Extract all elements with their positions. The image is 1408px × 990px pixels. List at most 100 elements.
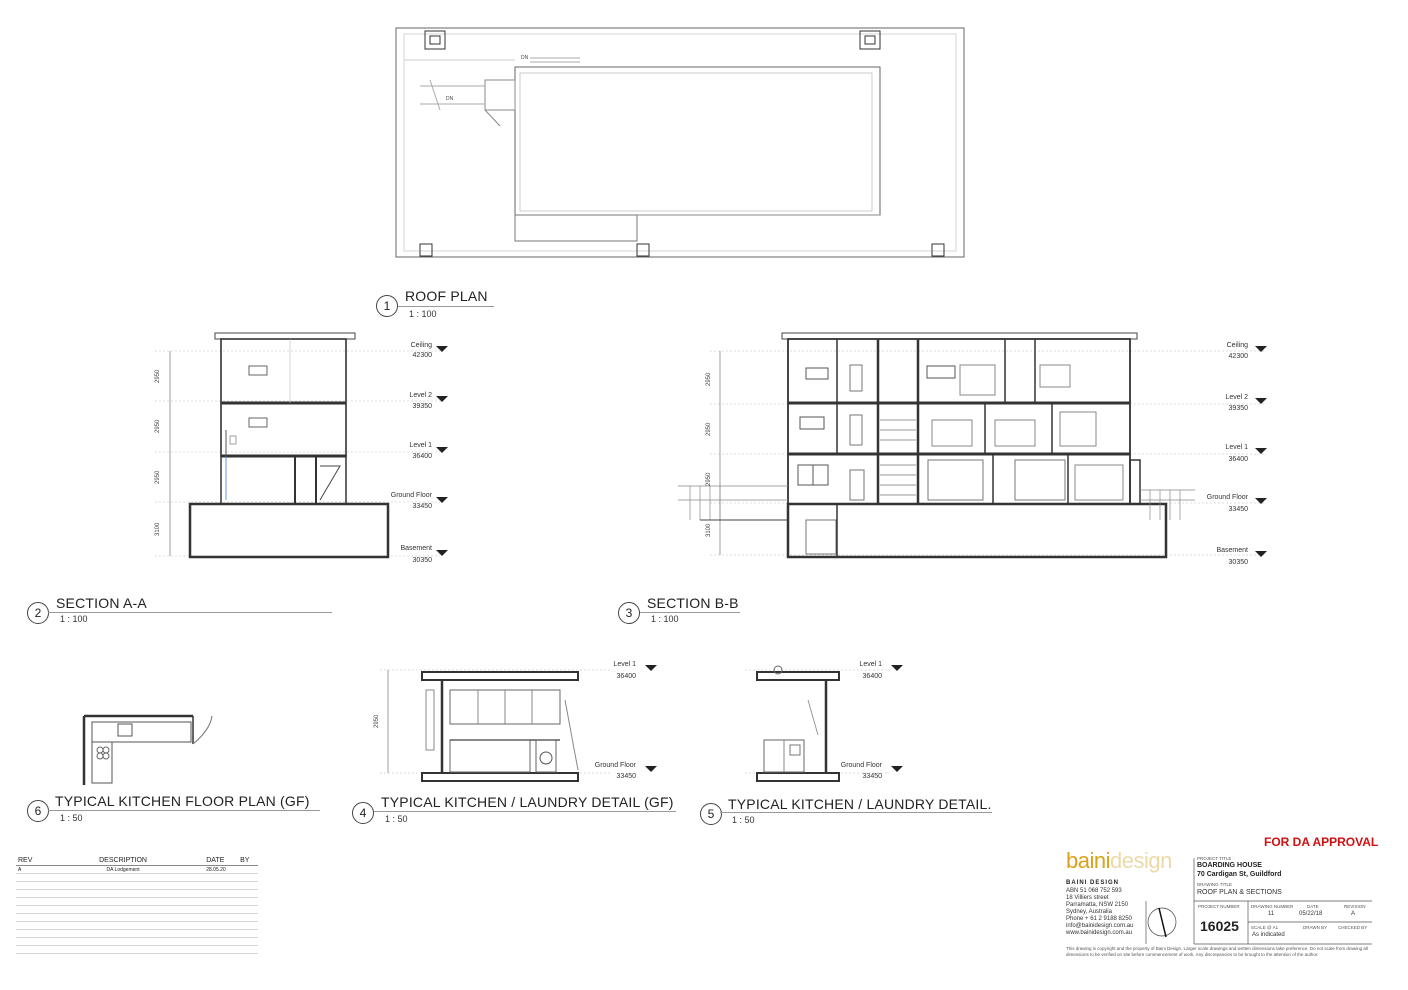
level-marker-icon: [436, 396, 448, 402]
project-title-label: PROJECT TITLE: [1197, 856, 1232, 861]
level-marker-icon: [1255, 398, 1267, 404]
title-underline: [374, 811, 676, 812]
dimension-label: 3100: [155, 522, 161, 536]
company-name: BAINI DESIGN: [1066, 880, 1120, 886]
view-number-section-bb: 3: [618, 602, 640, 624]
level-marker-icon: [891, 665, 903, 671]
dimension-label: 2950: [155, 470, 161, 484]
view-scale-kitchen-plan: 1 : 50: [60, 813, 83, 823]
table-row: [16, 945, 258, 954]
level-name: Ground Floor: [594, 762, 636, 769]
level-marker-icon: [891, 766, 903, 772]
revision-value: A: [1351, 911, 1356, 917]
table-row: [16, 905, 258, 914]
title-underline: [640, 612, 740, 613]
level-name: Basement: [1216, 547, 1248, 554]
level-value: 33450: [862, 773, 882, 780]
revision-label: REVISION: [1344, 904, 1366, 909]
view-title-section-aa: SECTION A-A: [56, 595, 147, 611]
level-marker-icon: [1255, 498, 1267, 504]
level-value: 30350: [412, 557, 432, 564]
level-marker-icon: [645, 766, 657, 772]
level-name: Level 1: [613, 661, 636, 668]
dimension-label: 2950: [706, 372, 712, 386]
level-name: Level 2: [1225, 394, 1248, 401]
drawing-title: ROOF PLAN & SECTIONS: [1197, 889, 1282, 896]
table-row: [16, 897, 258, 906]
project-number-label: PROJECT NUMBER: [1198, 904, 1240, 909]
scale-value: As indicated: [1252, 932, 1285, 938]
view-scale-kitchen-detail-gf: 1 : 50: [385, 814, 408, 824]
level-value: 39350: [412, 403, 432, 410]
level-value: 33450: [1228, 506, 1248, 513]
level-marker-icon: [1255, 551, 1267, 557]
by-header: BY: [238, 856, 258, 866]
address-line: Parramatta, NSW 2150: [1066, 902, 1129, 908]
level-name: Ceiling: [410, 342, 432, 349]
drawn-by-label: DRAWN BY: [1303, 925, 1328, 930]
approval-status: FOR DA APPROVAL: [1264, 835, 1379, 849]
address-line: ABN 51 068 752 593: [1066, 888, 1122, 894]
view-title-kitchen-detail-gf: TYPICAL KITCHEN / LAUNDRY DETAIL (GF): [381, 794, 674, 810]
dimension-label: 2950: [374, 714, 380, 728]
table-row: [16, 921, 258, 930]
level-marker-icon: [645, 665, 657, 671]
dimension-label: 2950: [155, 369, 161, 383]
level-value: 36400: [412, 453, 432, 460]
date-value: 05/22/18: [1299, 911, 1323, 917]
logo-main-text: baini: [1066, 848, 1110, 873]
kitchen-plan-drawing: [82, 714, 213, 785]
date-label: DATE: [1307, 904, 1319, 909]
level-marker-icon: [1255, 448, 1267, 454]
view-title-kitchen-detail: TYPICAL KITCHEN / LAUNDRY DETAIL.: [728, 796, 992, 812]
section-bb-drawing: [678, 332, 1265, 559]
logo-accent-text: design: [1109, 848, 1172, 873]
project-title: BOARDING HOUSE: [1197, 862, 1262, 869]
address-line: Sydney, Australia: [1066, 909, 1112, 915]
view-title-section-bb: SECTION B-B: [647, 595, 739, 611]
drawing-number-label: DRAWING NUMBER: [1251, 904, 1294, 909]
level-value: 36400: [1228, 456, 1248, 463]
drawing-title-label: DRAWING TITLE: [1197, 882, 1233, 887]
description-cell: DA Lodgement: [41, 865, 205, 874]
view-title-kitchen-plan: TYPICAL KITCHEN FLOOR PLAN (GF): [55, 793, 310, 809]
level-value: 36400: [862, 673, 882, 680]
level-name: Level 1: [859, 661, 882, 668]
title-underline: [398, 306, 494, 307]
copyright-disclaimer: This drawing is copyright and the proper…: [1066, 946, 1368, 957]
roof-plan-dn-label: DN: [446, 96, 454, 102]
table-row: [16, 873, 258, 882]
section-aa-drawing: [155, 332, 440, 559]
level-value: 39350: [1228, 405, 1248, 412]
table-row: [16, 881, 258, 890]
roof-plan-drawing: [395, 27, 965, 258]
revision-header-row: REV DESCRIPTION DATE BY: [16, 856, 258, 866]
description-header: DESCRIPTION: [41, 856, 205, 866]
revision-table: REV DESCRIPTION DATE BY A DA Lodgement 2…: [16, 856, 258, 954]
level-marker-icon: [436, 550, 448, 556]
view-number-kitchen-detail-gf: 4: [352, 802, 374, 824]
level-marker-icon: [1255, 346, 1267, 352]
level-value: 30350: [1228, 559, 1248, 566]
level-value: 33450: [412, 503, 432, 510]
level-name: Ground Floor: [840, 762, 882, 769]
level-marker-icon: [436, 497, 448, 503]
level-value: 36400: [616, 673, 636, 680]
level-value: 42300: [412, 352, 432, 359]
view-scale-kitchen-detail: 1 : 50: [732, 815, 755, 825]
view-number-kitchen-detail: 5: [700, 803, 722, 825]
level-marker-icon: [436, 447, 448, 453]
kitchen-detail-gf-drawing: [380, 669, 612, 782]
title-underline: [720, 812, 992, 813]
table-row: [16, 913, 258, 922]
rev-header: REV: [16, 856, 42, 866]
project-address: 70 Cardigan St, Guildford: [1197, 871, 1282, 878]
table-row: [16, 889, 258, 898]
kitchen-detail-drawing: [745, 665, 890, 782]
level-name: Ground Floor: [390, 492, 432, 499]
address-line: www.bainidesign.com.au: [1066, 930, 1133, 936]
table-row: [16, 937, 258, 946]
dimension-label: 2950: [706, 422, 712, 436]
level-name: Basement: [400, 545, 432, 552]
title-block-frame: [1145, 858, 1372, 945]
